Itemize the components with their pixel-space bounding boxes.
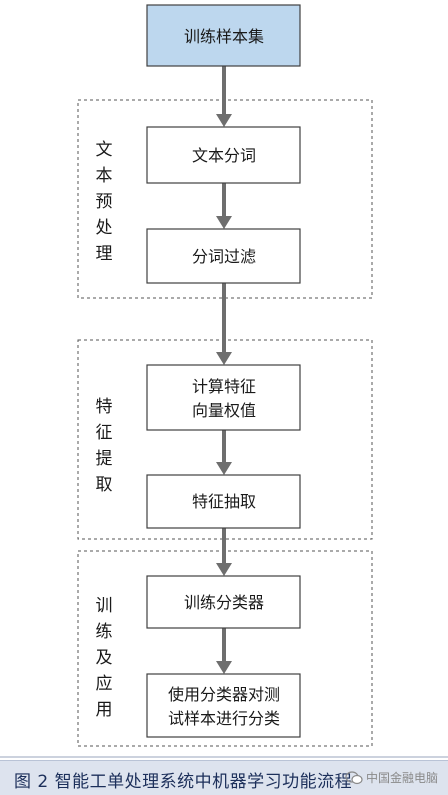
group-label-char: 本 — [96, 166, 113, 186]
watermark-text: 中国金融电脑 — [365, 771, 438, 785]
group-label-char: 处 — [96, 218, 113, 238]
watermark: 中国金融电脑 — [345, 769, 438, 786]
group-label-char: 及 — [96, 648, 113, 668]
arrowhead-segment — [216, 114, 232, 127]
group-label-preprocess: 文 本 预 处 理 — [96, 140, 113, 264]
arrowhead-train — [216, 563, 232, 576]
wechat-icon — [345, 771, 363, 785]
group-label-char: 应 — [96, 674, 113, 694]
node-extract — [146, 474, 301, 529]
group-label-char: 特 — [96, 397, 113, 417]
arrowhead-classify — [216, 661, 232, 674]
group-label-char: 征 — [96, 423, 113, 443]
group-label-feature: 特 征 提 取 — [96, 397, 113, 495]
figure-caption-bar: 图 2 智能工单处理系统中机器学习功能流程 中国金融电脑 — [0, 760, 448, 795]
node-train-label: 训练分类器 — [184, 593, 264, 612]
node-classify-label-line1: 使用分类器对测 — [168, 685, 280, 704]
flowchart: 训练样本集 文本分词 分词过滤 计算特征 向量权值 特征抽取 训练分类器 使用分… — [0, 4, 448, 758]
group-label-char: 取 — [96, 475, 113, 495]
node-filter-label: 分词过滤 — [192, 247, 256, 266]
node-weight — [146, 364, 301, 431]
node-weight-label-line2: 向量权值 — [192, 401, 256, 420]
group-label-char: 提 — [96, 449, 113, 469]
group-label-char: 理 — [96, 244, 113, 264]
arrowhead-weight — [216, 352, 232, 365]
node-classify — [146, 673, 301, 738]
group-label-char: 用 — [96, 700, 113, 720]
arrowhead-filter — [216, 216, 232, 229]
group-label-char: 文 — [96, 140, 113, 160]
group-label-char: 预 — [96, 192, 113, 212]
node-weight-label-line1: 计算特征 — [192, 377, 256, 396]
node-segment — [146, 126, 301, 184]
figure-caption: 图 2 智能工单处理系统中机器学习功能流程 — [14, 772, 353, 792]
node-filter — [146, 228, 301, 284]
node-train — [146, 575, 301, 629]
node-start-label: 训练样本集 — [184, 27, 264, 46]
node-start — [146, 4, 301, 67]
group-label-char: 训 — [96, 596, 113, 616]
node-classify-label-line2: 试样本进行分类 — [168, 709, 280, 728]
group-label-char: 练 — [96, 622, 113, 642]
arrowhead-extract — [216, 462, 232, 475]
group-label-apply: 训 练 及 应 用 — [96, 596, 113, 720]
node-extract-label: 特征抽取 — [192, 492, 256, 511]
node-segment-label: 文本分词 — [192, 146, 256, 165]
